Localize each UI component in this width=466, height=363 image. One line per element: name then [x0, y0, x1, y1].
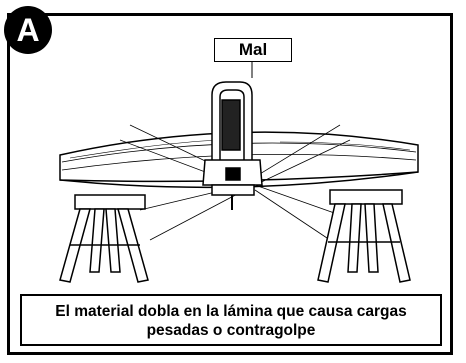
figure-frame: A	[4, 6, 453, 355]
label-wrong: Mal	[214, 38, 292, 62]
jigsaw	[202, 81, 263, 210]
sawhorse-right	[317, 189, 411, 283]
caption-line-2: pesadas o contragolpe	[146, 322, 316, 339]
caption-line-1: El material dobla en la lámina que causa…	[55, 303, 407, 320]
figure-badge: A	[4, 6, 52, 54]
caption-box: El material dobla en la lámina que causa…	[20, 294, 442, 346]
sawhorse-left	[59, 194, 149, 283]
